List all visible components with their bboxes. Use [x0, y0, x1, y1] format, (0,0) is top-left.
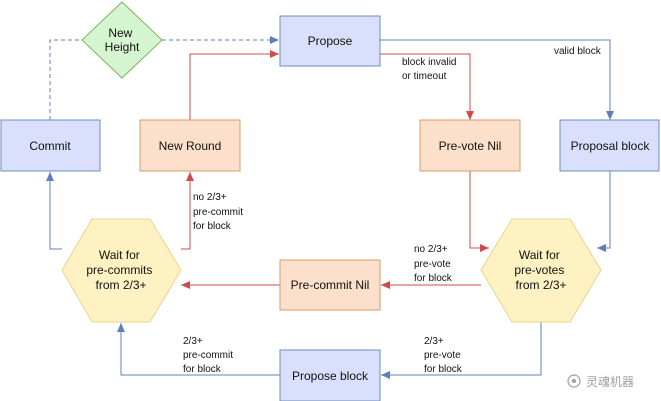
propose-block-label: Propose block: [292, 369, 369, 383]
edge-prevote-nil-to-wait-prevotes: [469, 171, 489, 252]
proposal-block-label: Proposal block: [571, 139, 651, 153]
wait-precommits-line-2: pre-commits: [86, 263, 152, 277]
node-propose: Propose: [279, 15, 381, 67]
edge-label-prevote-block: 2/3+ pre-vote for block: [424, 336, 463, 375]
wait-prevotes-line-1: Wait for: [519, 248, 560, 262]
watermark: 灵魂机器: [567, 374, 634, 389]
node-prevote-nil: Pre-vote Nil: [419, 119, 521, 172]
edge-commit-to-new-height: [49, 39, 82, 120]
prevote-nil-label: Pre-vote Nil: [439, 139, 502, 153]
node-wait-prevotes: Wait for pre-votes from 2/3+: [480, 218, 602, 323]
precommit-nil-label: Pre-commit Nil: [291, 278, 370, 292]
wait-precommits-line-3: from 2/3+: [95, 278, 146, 292]
edge-label-valid-block: valid block: [554, 46, 602, 57]
new-round-label: New Round: [159, 139, 222, 153]
edge-label-block-invalid: block invalid or timeout: [402, 57, 459, 82]
edge-propose-block-to-wait-precommits: [117, 323, 280, 376]
edge-wait-precommits-to-new-round: [181, 172, 194, 250]
node-precommit-nil: Pre-commit Nil: [279, 259, 381, 311]
node-wait-precommits: Wait for pre-commits from 2/3+: [61, 218, 182, 323]
edge-label-no-precommit: no 2/3+ pre-commit for block: [193, 192, 246, 232]
wait-prevotes-line-3: from 2/3+: [515, 278, 566, 292]
svg-text:Wait for pre-votes: Wait for pre-votes from 2/3+: [514, 248, 567, 292]
weibo-icon: [567, 374, 581, 388]
edge-propose-to-prevote-nil: [380, 53, 474, 120]
node-new-round: New Round: [139, 119, 241, 172]
edge-new-round-to-propose: [189, 50, 279, 120]
edge-label-precommit-block: 2/3+ pre-commit for block: [183, 336, 236, 375]
edge-wait-precommits-to-commit: [46, 172, 62, 250]
commit-label: Commit: [29, 139, 71, 153]
node-new-height: New Height: [81, 1, 163, 79]
svg-text:Wait for pre-commits: Wait for pre-commits from 2/3+: [86, 248, 155, 292]
wait-precommits-line-1: Wait for: [99, 248, 140, 262]
svg-text:New Height: New Height: [105, 26, 140, 54]
wait-prevotes-line-2: pre-votes: [514, 263, 564, 277]
edge-wait-prevotes-to-propose-block: [381, 322, 542, 379]
node-commit: Commit: [0, 119, 101, 172]
new-height-label-line-1: New: [108, 26, 132, 40]
new-height-label-line-2: Height: [105, 40, 140, 54]
node-propose-block: Propose block: [279, 349, 381, 401]
watermark-text: 灵魂机器: [586, 374, 634, 389]
edge-proposal-block-to-wait-prevotes: [597, 171, 611, 252]
edge-label-no-prevote: no 2/3+ pre-vote for block: [414, 244, 453, 284]
node-proposal-block: Proposal block: [559, 119, 660, 172]
propose-label: Propose: [308, 34, 353, 48]
edge-propose-to-proposal-block: [380, 39, 614, 120]
